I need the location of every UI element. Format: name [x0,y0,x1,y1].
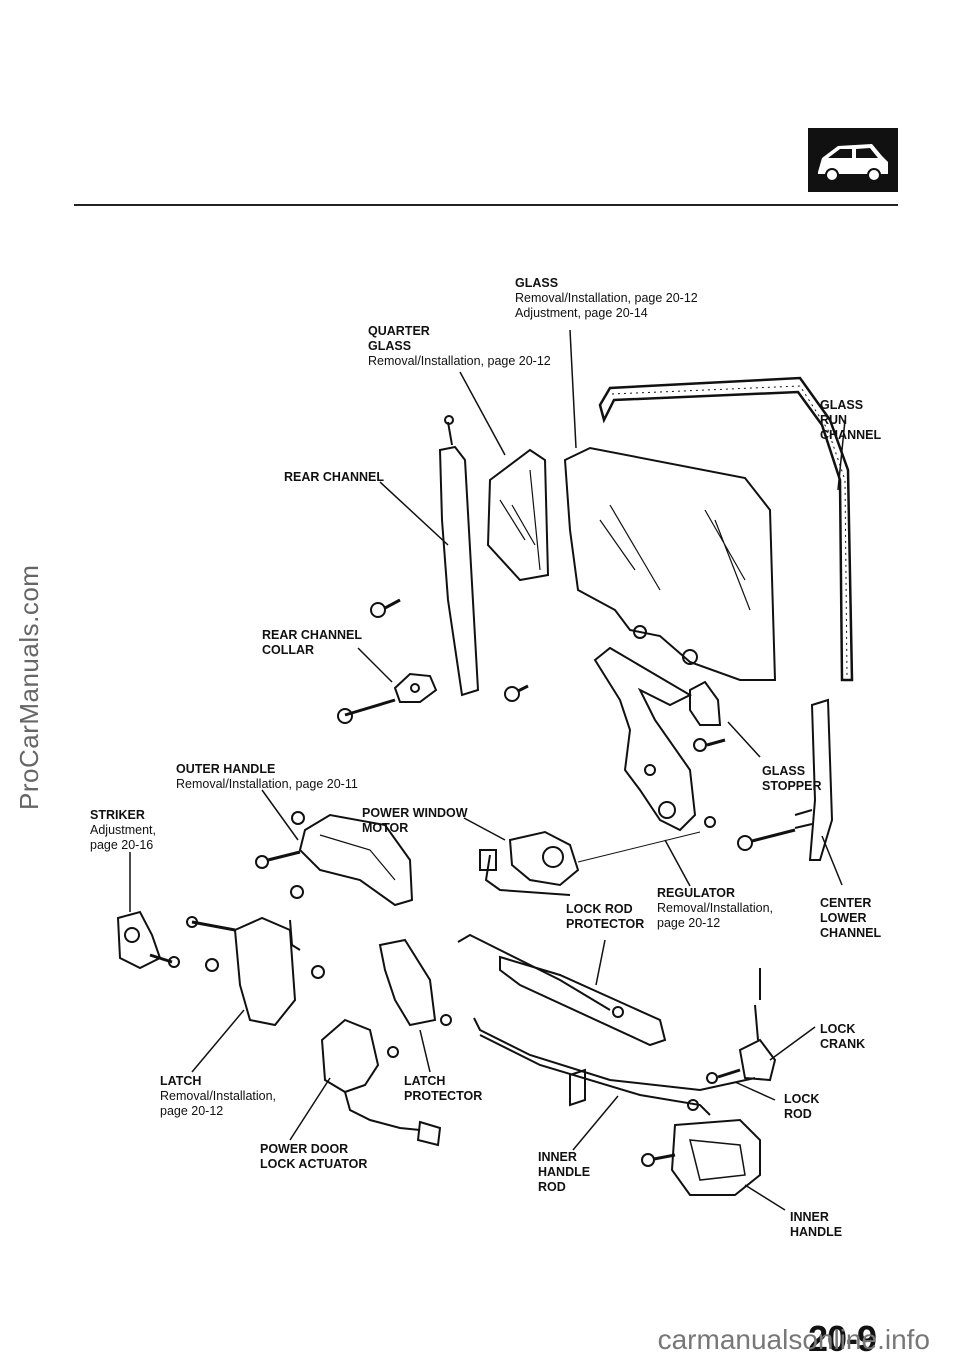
label-glass-run-channel: GLASS RUN CHANNEL [820,398,882,442]
rear-channel-part [438,445,480,697]
label-inner-handle-rod: INNER HANDLE ROD [538,1150,591,1194]
label-rear-channel: REAR CHANNEL [284,470,384,484]
striker-part [116,910,162,970]
label-latch: LATCH Removal/Installation, page 20-12 [160,1074,277,1118]
label-glass: GLASS Removal/Installation, page 20-12 A… [515,276,698,320]
inner-handle-rod-part [479,1034,711,1116]
label-rear-channel-collar: REAR CHANNEL COLLAR [262,628,362,657]
label-inner-handle: INNER HANDLE [790,1210,843,1239]
power-window-motor-part [508,830,580,887]
outer-handle-part [298,813,414,907]
label-outer-handle: OUTER HANDLE Removal/Installation, page … [176,762,358,791]
regulator-part [593,646,697,832]
label-regulator: REGULATOR Removal/Installation, page 20-… [657,886,774,930]
label-latch-protector: LATCH PROTECTOR [404,1074,483,1103]
quarter-glass-part [486,448,550,582]
label-power-door-lock-actuator: POWER DOOR LOCK ACTUATOR [260,1142,368,1171]
label-lock-rod-protector: LOCK ROD PROTECTOR [566,902,645,931]
rear-channel-collar-part [393,672,438,703]
lock-rod-protector-part [499,955,667,1047]
power-door-lock-actuator-part [320,1018,380,1094]
car-section-icon [808,128,898,192]
door-glass-part [563,446,777,681]
header-rule [74,204,898,206]
lock-crank-part [738,1038,777,1082]
label-lock-rod: LOCK ROD [784,1092,820,1121]
glass-run-channel-part [598,376,854,682]
inner-handle-part [670,1118,761,1196]
lock-rod-part [457,933,756,1092]
glass-stopper-part [689,680,722,726]
label-striker: STRIKER Adjustment, page 20-16 [90,808,157,852]
label-power-window-motor: POWER WINDOW MOTOR [362,806,468,835]
center-lower-channel-part [808,698,834,861]
latch-protector-part [378,938,437,1027]
label-lock-crank: LOCK CRANK [820,1022,866,1051]
bottom-watermark: carmanualsonline.info [657,1324,930,1355]
label-center-lower-channel: CENTER LOWER CHANNEL [820,896,882,940]
label-quarter-glass: QUARTER GLASS Removal/Installation, page… [368,324,551,368]
page-number: 20-9 [808,1318,877,1359]
label-glass-stopper: GLASS STOPPER [762,764,822,793]
latch-part [233,916,297,1027]
